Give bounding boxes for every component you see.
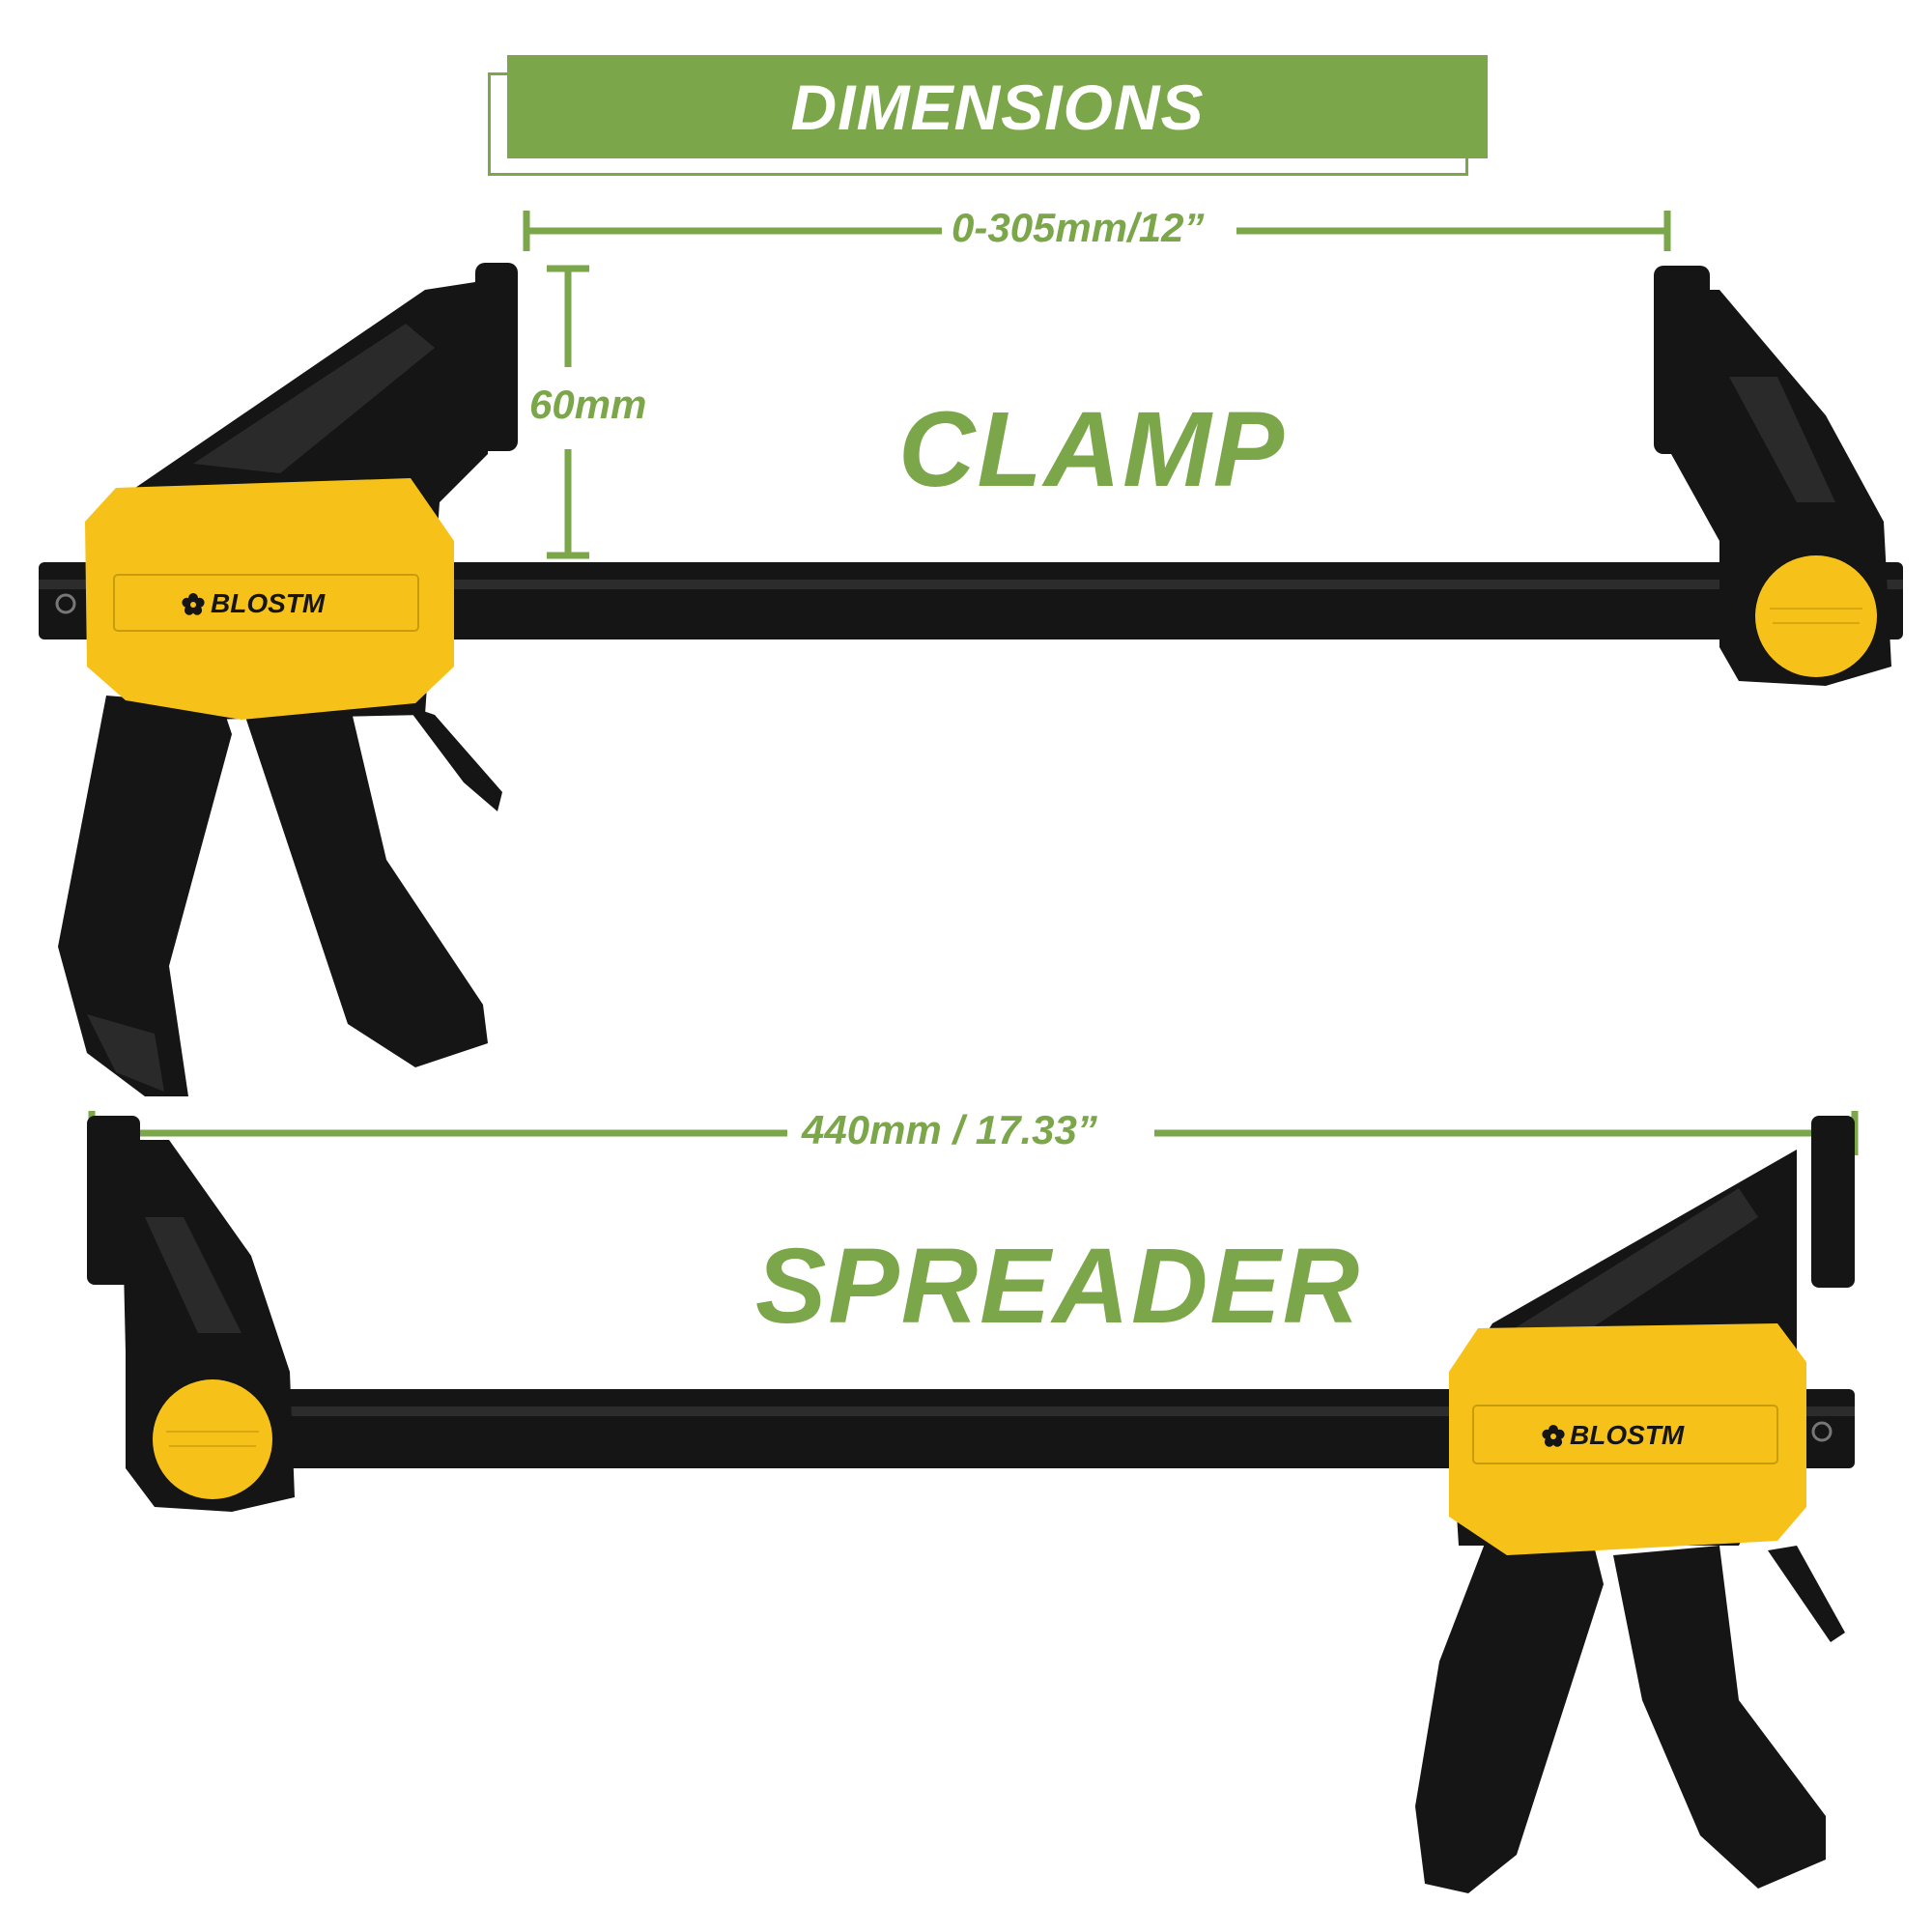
spreader-handle-assembly [1415, 1116, 1855, 1893]
clamp-sliding-jaw [1654, 266, 1891, 686]
clamp-handle-assembly [58, 263, 518, 1096]
spreader-bar [126, 1389, 1855, 1468]
jaw-depth-label: 60mm [529, 382, 647, 428]
spreader-mode-label: SPREADER [755, 1227, 1362, 1346]
release-button [153, 1379, 272, 1499]
jaw-depth-dimension-line [547, 265, 589, 559]
overall-length-label: 440mm / 17.33” [792, 1107, 1107, 1153]
opening-dimension-line [523, 211, 1671, 251]
dimensions-banner: DIMENSIONS [507, 55, 1488, 158]
release-button [1755, 555, 1877, 677]
banner-title: DIMENSIONS [790, 71, 1205, 143]
clamp-mode-label: CLAMP [898, 390, 1287, 509]
brand-name-bottom: BLOSTM [1570, 1420, 1685, 1450]
opening-dimension-label: 0-305mm/12” [942, 205, 1214, 251]
brand-name-top: BLOSTM [211, 588, 326, 618]
spreader-sliding-jaw [87, 1116, 295, 1512]
clamp-bar [39, 562, 1903, 639]
